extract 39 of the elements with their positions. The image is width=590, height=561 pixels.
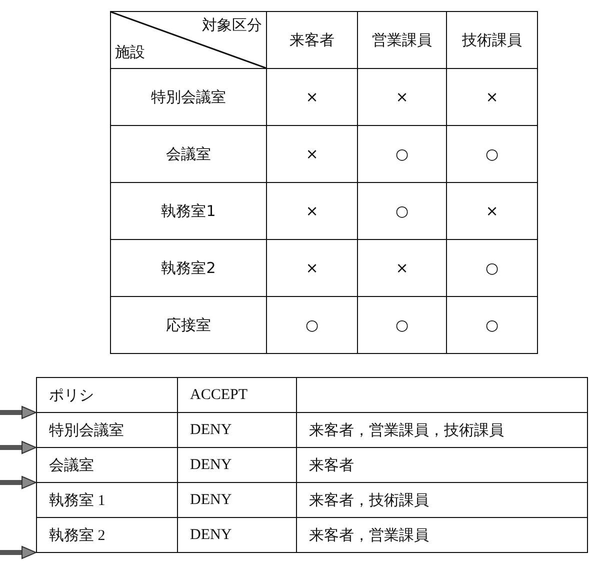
- table-cell: ×: [358, 240, 446, 296]
- table-cell: 来客者: [296, 448, 588, 482]
- table-cell: ○: [358, 126, 446, 182]
- table-cell: ×: [358, 68, 446, 126]
- table-cell: 来客者，営業課員，技術課員: [296, 412, 588, 448]
- table-cell: ×: [446, 68, 538, 126]
- table-cell: ACCEPT: [178, 378, 296, 412]
- table-cell: ○: [358, 182, 446, 240]
- table-cell: ポリシ: [36, 378, 178, 412]
- table-cell: ○: [446, 240, 538, 296]
- table-cell: ○: [446, 296, 538, 354]
- table-cell: 特別会議室: [36, 412, 178, 448]
- table-cell: ○: [266, 296, 358, 354]
- row-header: 会議室: [110, 126, 266, 182]
- row-header: 応接室: [110, 296, 266, 354]
- table-cell: ×: [266, 126, 358, 182]
- table-cell: DENY: [178, 448, 296, 482]
- column-axis-label: 対象区分: [202, 16, 262, 35]
- row-header: 執務室2: [110, 240, 266, 296]
- row-header: 特別会議室: [110, 68, 266, 126]
- table-cell: 来客者，技術課員: [296, 482, 588, 518]
- table-cell: 会議室: [36, 448, 178, 482]
- table-cell: 執務室 2: [36, 518, 178, 552]
- column-header: 技術課員: [446, 12, 538, 68]
- table-cell: ×: [266, 182, 358, 240]
- table-cell: DENY: [178, 482, 296, 518]
- column-header: 営業課員: [358, 12, 446, 68]
- table-cell: 来客者，営業課員: [296, 518, 588, 552]
- table-cell: ×: [266, 68, 358, 126]
- table-cell: ○: [358, 296, 446, 354]
- table-cell: ○: [446, 126, 538, 182]
- table-cell: DENY: [178, 518, 296, 552]
- table-cell: ×: [446, 182, 538, 240]
- row-header: 執務室1: [110, 182, 266, 240]
- table-cell: ×: [266, 240, 358, 296]
- table-cell: 執務室 1: [36, 482, 178, 518]
- row-axis-label: 施設: [115, 43, 145, 62]
- column-header: 来客者: [266, 12, 358, 68]
- table-cell: DENY: [178, 412, 296, 448]
